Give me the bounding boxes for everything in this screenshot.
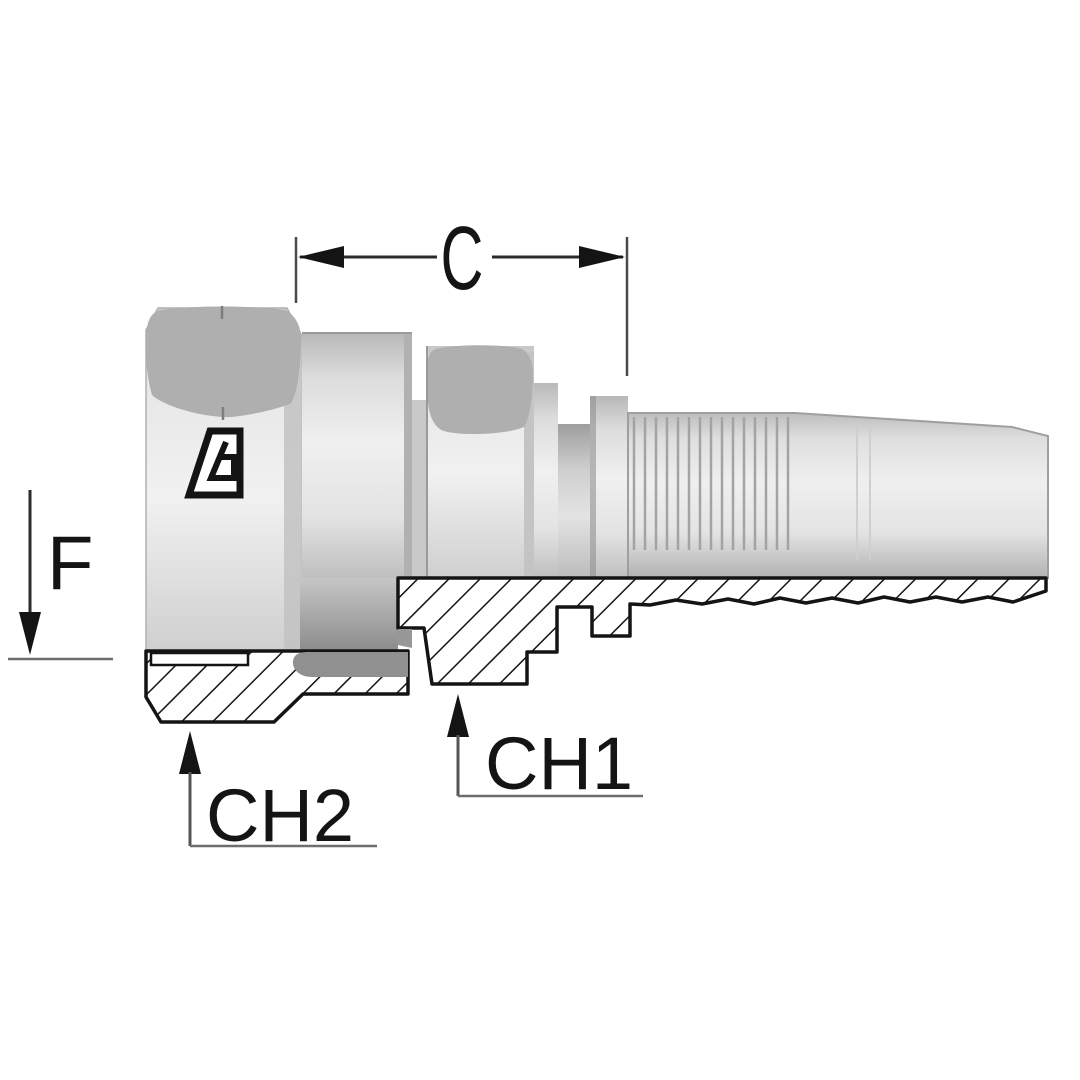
thread-relief-strip (149, 651, 250, 667)
swivel-sleeve-cylinder (300, 332, 412, 650)
ch1-arrow-up-icon (447, 694, 469, 737)
dimension-ch2: CH2 (179, 731, 377, 857)
stem-hex (426, 345, 534, 578)
nut-right-shade (284, 340, 302, 652)
c-label: C (441, 209, 484, 309)
dimension-f: F (8, 490, 113, 661)
sleeve-body (302, 333, 412, 578)
hose-stop-collar (590, 396, 628, 578)
neck-groove (558, 424, 590, 578)
stem-hex-top-facet (427, 345, 534, 435)
f-arrow-down-icon (19, 612, 41, 655)
nut-top-facet (145, 306, 302, 418)
hose-tail (627, 412, 1049, 579)
stem-cross-section (396, 576, 1048, 686)
nut-cross-section (144, 649, 410, 724)
washer-flange (534, 383, 558, 578)
stem-section-hatch (396, 576, 1048, 686)
dimension-ch1: CH1 (447, 694, 643, 805)
f-label: F (47, 521, 93, 606)
ch2-arrow-up-icon (179, 731, 201, 774)
stem-hex-right-shade (524, 352, 534, 578)
bore-gap-shadow (398, 629, 412, 648)
bore-shadow-band (292, 652, 408, 677)
dimension-c: C (294, 209, 629, 376)
sleeve-right-shade (404, 333, 412, 578)
hex-nut (145, 306, 303, 653)
hose-tail-ribs (632, 417, 790, 550)
hose-tail-shank (627, 412, 1049, 579)
sleeve-underside-shadow (300, 578, 398, 650)
collar-left-shade (590, 396, 596, 578)
core-shaft (412, 400, 428, 578)
ch1-label: CH1 (485, 722, 633, 805)
c-arrow-left-icon (298, 246, 344, 268)
c-arrow-right-icon (579, 246, 625, 268)
manufacturer-logo-icon (184, 427, 244, 499)
shank-seams (856, 428, 871, 560)
ch2-label: CH2 (206, 774, 354, 857)
